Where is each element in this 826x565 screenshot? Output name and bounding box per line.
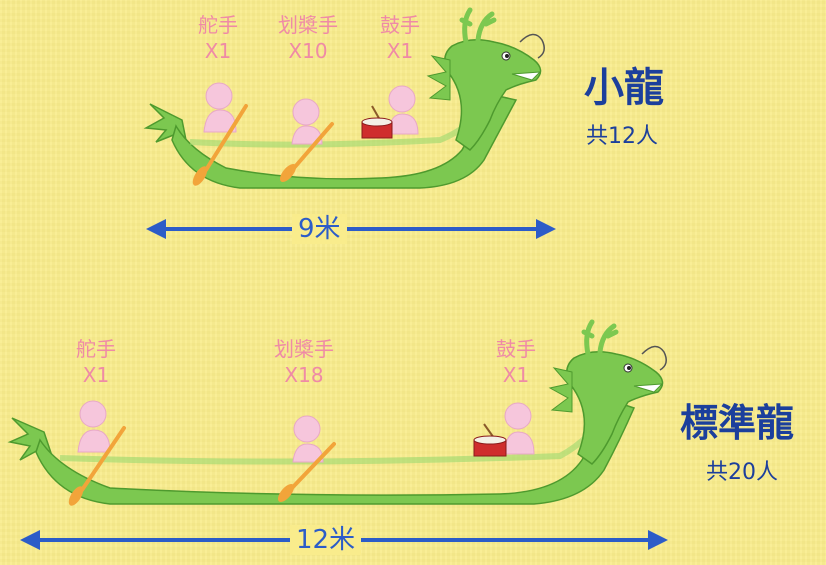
role-count: X1 (502, 363, 530, 387)
role-count: X10 (288, 39, 328, 63)
small-dragon-boat (143, 7, 545, 189)
small-boat-length: 9米 (292, 214, 347, 244)
standard-dragon-boat (7, 319, 667, 506)
role-count: X1 (386, 39, 414, 63)
standard-boat-hull (35, 401, 636, 505)
small-boat-drummer (361, 85, 419, 139)
standard-boat-total: 共20人 (706, 460, 778, 485)
small-boat-total: 共12人 (586, 124, 658, 149)
role-count: X1 (82, 363, 110, 387)
role-name: 鼓手 (496, 337, 536, 361)
role-name: 划槳手 (274, 337, 334, 361)
standard-boat-drummer (473, 402, 535, 457)
small-boat-paddler (279, 98, 334, 183)
role-name: 舵手 (198, 13, 238, 37)
standard-boat-title: 標準龍 (680, 401, 795, 445)
standard-boat-steersman (68, 400, 126, 506)
standard-boat-length: 12米 (290, 525, 362, 555)
standard-boat-drummer-label: 鼓手 X1 (486, 336, 546, 388)
small-boat-title: 小龍 (584, 65, 664, 111)
standard-boat-steersman-label: 舵手 X1 (66, 336, 126, 388)
small-boat-paddler-label: 划槳手 X10 (266, 12, 350, 64)
role-name: 舵手 (76, 337, 116, 361)
small-boat-steersman (192, 82, 248, 186)
standard-boat-paddler-label: 划槳手 X18 (262, 336, 346, 388)
role-count: X1 (204, 39, 232, 63)
standard-boat-paddler (277, 415, 336, 503)
small-boat-steersman-label: 舵手 X1 (188, 12, 248, 64)
role-name: 鼓手 (380, 13, 420, 37)
role-count: X18 (284, 363, 324, 387)
small-boat-drummer-label: 鼓手 X1 (370, 12, 430, 64)
role-name: 划槳手 (278, 13, 338, 37)
